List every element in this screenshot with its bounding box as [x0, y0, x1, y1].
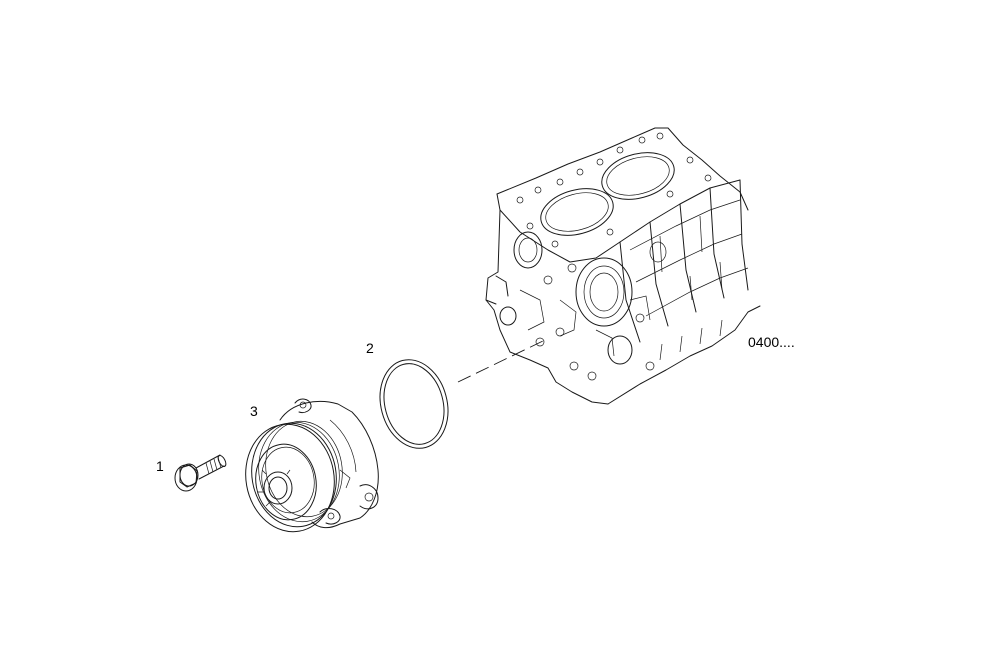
bolt-icon [174, 454, 227, 492]
callout-2: 2 [366, 340, 374, 356]
engine-block-icon [485, 127, 761, 405]
assembly-axis-line [457, 339, 546, 383]
water-pump-icon [245, 398, 379, 533]
callout-3: 3 [250, 403, 258, 419]
gasket-ring-icon [379, 359, 449, 449]
reference-label: 0400.... [748, 334, 795, 350]
callout-1: 1 [156, 458, 164, 474]
